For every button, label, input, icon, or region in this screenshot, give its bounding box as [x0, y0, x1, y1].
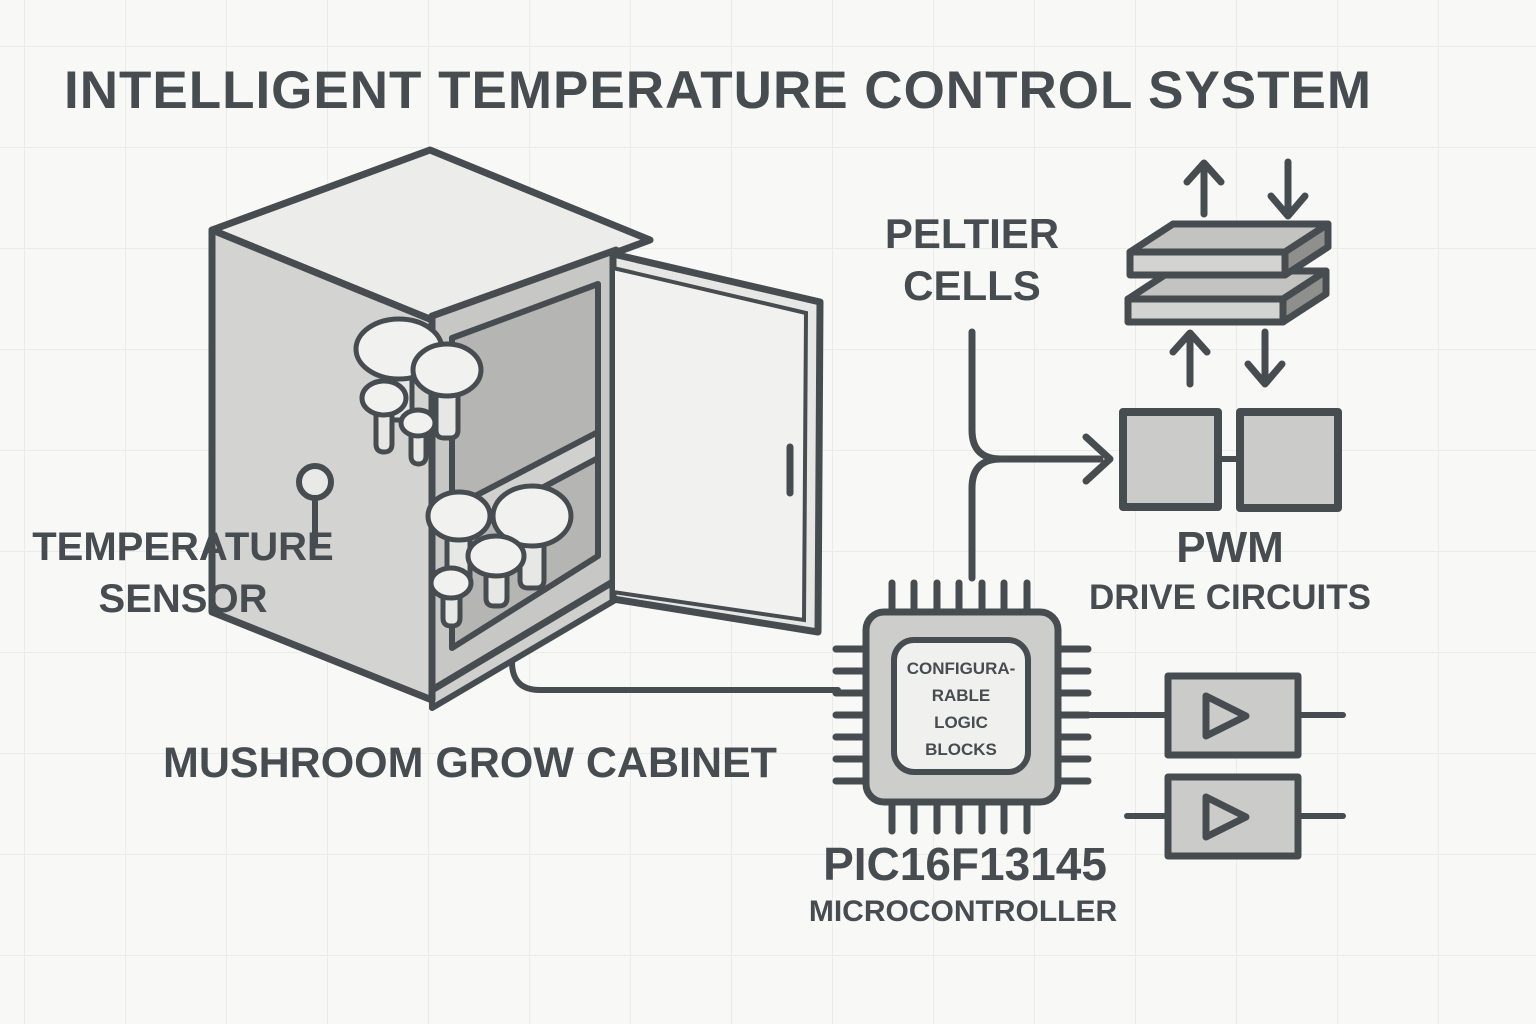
- mcu-to-pwm-line: [968, 455, 1005, 582]
- pwm-drive-circuit-blocks: [1119, 408, 1342, 512]
- clb-label-line2: RABLE: [932, 686, 991, 705]
- peltier-label-line: [968, 328, 1104, 463]
- peltier-slab-1: [1126, 220, 1332, 279]
- triangle-right-icon-2: [1202, 793, 1250, 841]
- microcontroller-chip-icon: CONFIGURA- RABLE LOGIC BLOCKS: [832, 579, 1092, 835]
- pwm-label-line1: PWM: [1176, 523, 1284, 572]
- temperature-sensor-icon: [296, 463, 334, 547]
- driver-block-2: [1164, 773, 1302, 860]
- peltier-cells-stacked-plates-icon: [1124, 220, 1332, 326]
- mcu-type-label: MICROCONTROLLER: [809, 895, 1118, 928]
- pwm-label-line2: DRIVE CIRCUITS: [1089, 578, 1371, 617]
- peltier-label-line2: CELLS: [903, 262, 1041, 309]
- mushroom-grow-cabinet-illustration: [208, 146, 824, 711]
- triangle-right-icon-1: [1202, 692, 1250, 740]
- chip-logic-block-area: [891, 637, 1031, 775]
- arrow-right-icon: [1082, 433, 1114, 485]
- arrow-down-icon-top: [1267, 158, 1309, 220]
- heat-flow-arrows: [1169, 158, 1309, 388]
- arrow-up-icon-bottom: [1169, 329, 1211, 388]
- temperature-sensor-label-line1: TEMPERATURE: [32, 525, 333, 569]
- temperature-sensor-label-line2: SENSOR: [99, 577, 268, 621]
- cabinet-to-mcu-wire: [509, 633, 841, 693]
- driver-block-1: [1164, 672, 1302, 759]
- cabinet-label: MUSHROOM GROW CABINET: [163, 739, 777, 787]
- peltier-slab-2: [1124, 267, 1330, 326]
- clb-label-line4: BLOCKS: [925, 740, 997, 759]
- mushroom-icons-bottom-shelf: [425, 483, 574, 629]
- pwm-block-2: [1236, 408, 1342, 512]
- connection-lines: [509, 328, 1346, 819]
- driver-amplifier-blocks: [1164, 672, 1302, 860]
- clb-label-line3: LOGIC: [934, 713, 988, 732]
- arrow-down-icon-bottom: [1244, 328, 1286, 388]
- peltier-label-line1: PELTIER: [885, 210, 1059, 257]
- mcu-part-number-label: PIC16F13145: [823, 838, 1107, 890]
- door-face: [611, 265, 809, 623]
- page-title: INTELLIGENT TEMPERATURE CONTROL SYSTEM: [64, 61, 1372, 120]
- arrow-up-icon-top: [1183, 159, 1225, 218]
- cabinet-door: [609, 250, 824, 636]
- clb-label-line1: CONFIGURA-: [907, 659, 1016, 678]
- pwm-block-1: [1119, 408, 1222, 511]
- mushroom-icons-top-shelf: [353, 316, 484, 467]
